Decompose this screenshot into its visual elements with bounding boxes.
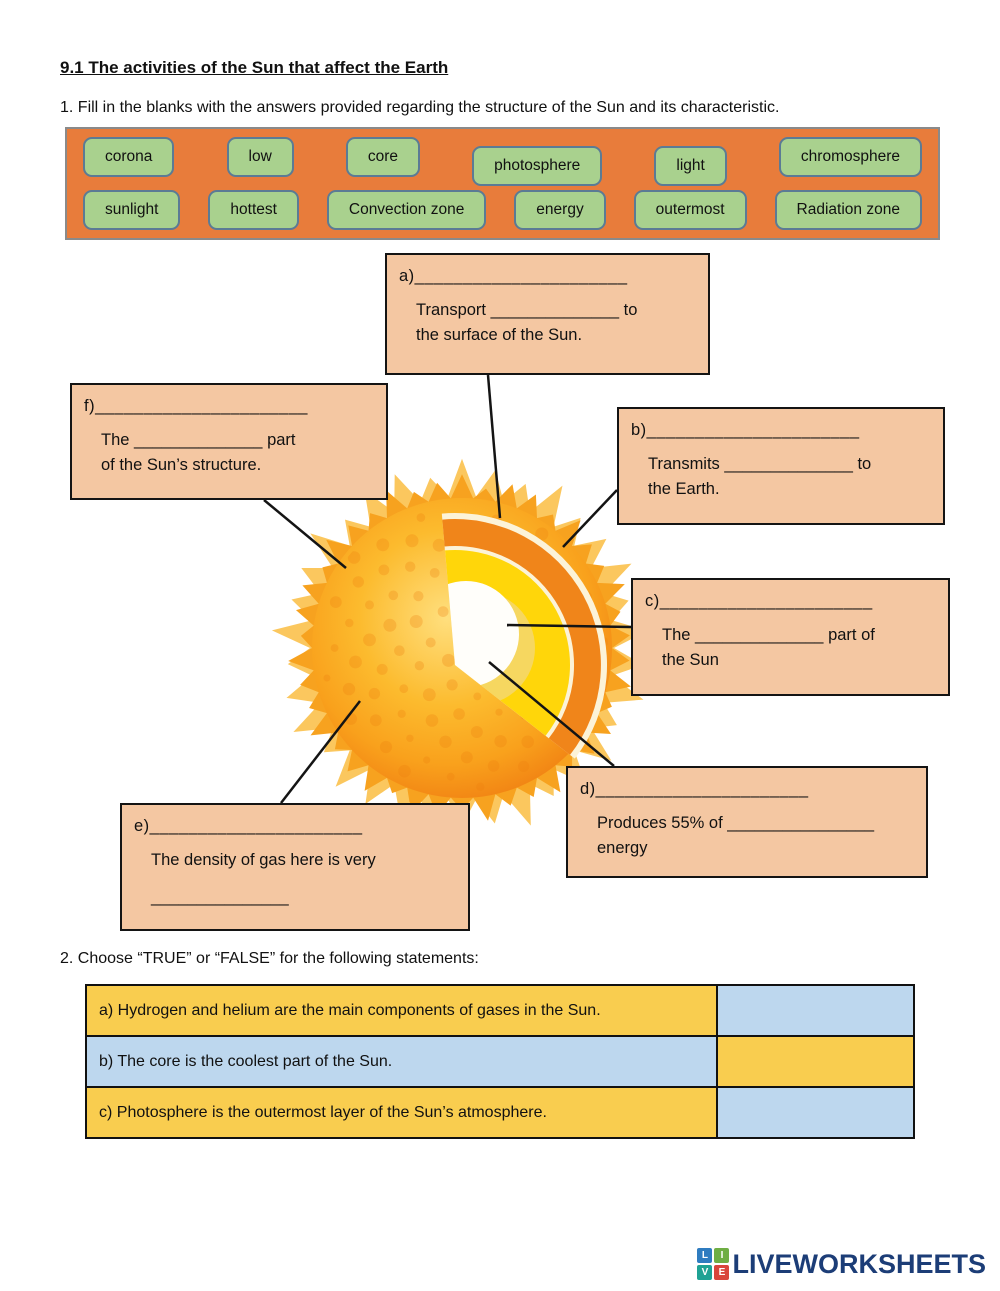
callout-d-line1: Produces 55% of ________________ — [597, 813, 875, 832]
callout-b-transmits[interactable]: b)______________________ Transmits _____… — [617, 407, 945, 525]
callout-d-line2: energy — [597, 838, 648, 857]
word-chip-hottest[interactable]: hottest — [208, 190, 299, 230]
table-row: c) Photosphere is the outermost layer of… — [84, 1086, 915, 1139]
logo-tile-i: I — [714, 1248, 730, 1263]
connector-c — [506, 623, 632, 629]
callout-b-label: b)______________________ — [631, 421, 860, 439]
connector-e — [280, 700, 361, 804]
callout-e-line2: _______________ — [151, 887, 289, 906]
callout-f-outermost-part[interactable]: f)______________________ The ___________… — [70, 383, 388, 500]
word-bank-row-2: sunlight hottest Convection zone energy … — [83, 190, 922, 230]
word-chip-light[interactable]: light — [654, 146, 727, 186]
callout-f-label: f)______________________ — [84, 397, 308, 415]
word-chip-corona[interactable]: corona — [83, 137, 175, 177]
callout-e-label: e)______________________ — [134, 817, 363, 835]
connector-f — [263, 499, 347, 569]
question-1-text: 1. Fill in the blanks with the answers p… — [60, 99, 780, 116]
page-title: 9.1 The activities of the Sun that affec… — [60, 58, 449, 77]
callout-e-gas-density[interactable]: e)______________________ The density of … — [120, 803, 470, 931]
callout-c-label: c)______________________ — [645, 592, 873, 610]
callout-c-hottest-part[interactable]: c)______________________ The ___________… — [631, 578, 950, 696]
callout-b-line1: Transmits ______________ to — [648, 454, 872, 473]
sun-core — [445, 581, 519, 687]
callout-a-convection-zone[interactable]: a)______________________ Transport _____… — [385, 253, 710, 375]
callout-f-line2: of the Sun’s structure. — [101, 455, 262, 474]
connector-b — [562, 489, 618, 548]
connector-d — [488, 661, 615, 767]
word-chip-low[interactable]: low — [226, 137, 294, 177]
word-chip-radiation-zone[interactable]: Radiation zone — [774, 190, 922, 230]
logo-tile-e: E — [714, 1265, 730, 1280]
callout-c-line2: the Sun — [662, 650, 719, 669]
callout-c-line1: The ______________ part of — [662, 625, 875, 644]
callout-f-line1: The ______________ part — [101, 430, 296, 449]
word-chip-chromosphere[interactable]: chromosphere — [778, 137, 922, 177]
callout-d-label: d)______________________ — [580, 780, 809, 798]
word-bank-row-1: corona low core photosphere light chromo… — [83, 137, 922, 186]
word-chip-outermost[interactable]: outermost — [633, 190, 747, 230]
callout-a-line2: the surface of the Sun. — [416, 325, 583, 344]
answer-cell-c[interactable] — [716, 1086, 915, 1139]
question-2-text: 2. Choose “TRUE” or “FALSE” for the foll… — [60, 950, 479, 967]
connector-a — [486, 374, 502, 519]
liveworksheets-logo[interactable]: L I V E LIVEWORKSHEETS — [697, 1248, 986, 1280]
statement-b: b) The core is the coolest part of the S… — [84, 1035, 719, 1088]
word-bank: corona low core photosphere light chromo… — [65, 127, 940, 240]
statement-c: c) Photosphere is the outermost layer of… — [84, 1086, 719, 1139]
answer-cell-a[interactable] — [716, 984, 915, 1037]
word-chip-photosphere[interactable]: photosphere — [472, 146, 603, 186]
word-chip-energy[interactable]: energy — [514, 190, 606, 230]
callout-a-line1: Transport ______________ to — [416, 300, 638, 319]
callout-a-label: a)______________________ — [399, 267, 628, 285]
logo-tile-v: V — [697, 1265, 713, 1280]
word-chip-sunlight[interactable]: sunlight — [83, 190, 181, 230]
word-chip-core[interactable]: core — [345, 137, 421, 177]
logo-wordmark: LIVEWORKSHEETS — [732, 1248, 986, 1279]
logo-tile-l: L — [697, 1248, 713, 1263]
table-row: b) The core is the coolest part of the S… — [84, 1035, 915, 1088]
word-chip-convection-zone[interactable]: Convection zone — [326, 190, 487, 230]
liveworksheets-icon: L I V E — [697, 1248, 730, 1280]
connector-lines — [263, 374, 632, 804]
statement-a: a) Hydrogen and helium are the main comp… — [84, 984, 719, 1037]
answer-cell-b[interactable] — [716, 1035, 915, 1088]
callout-d-produces-energy[interactable]: d)______________________ Produces 55% of… — [566, 766, 928, 878]
callout-e-line1: The density of gas here is very — [151, 850, 376, 869]
true-false-table: a) Hydrogen and helium are the main comp… — [84, 984, 915, 1139]
callout-b-line2: the Earth. — [648, 479, 720, 498]
table-row: a) Hydrogen and helium are the main comp… — [84, 984, 915, 1037]
